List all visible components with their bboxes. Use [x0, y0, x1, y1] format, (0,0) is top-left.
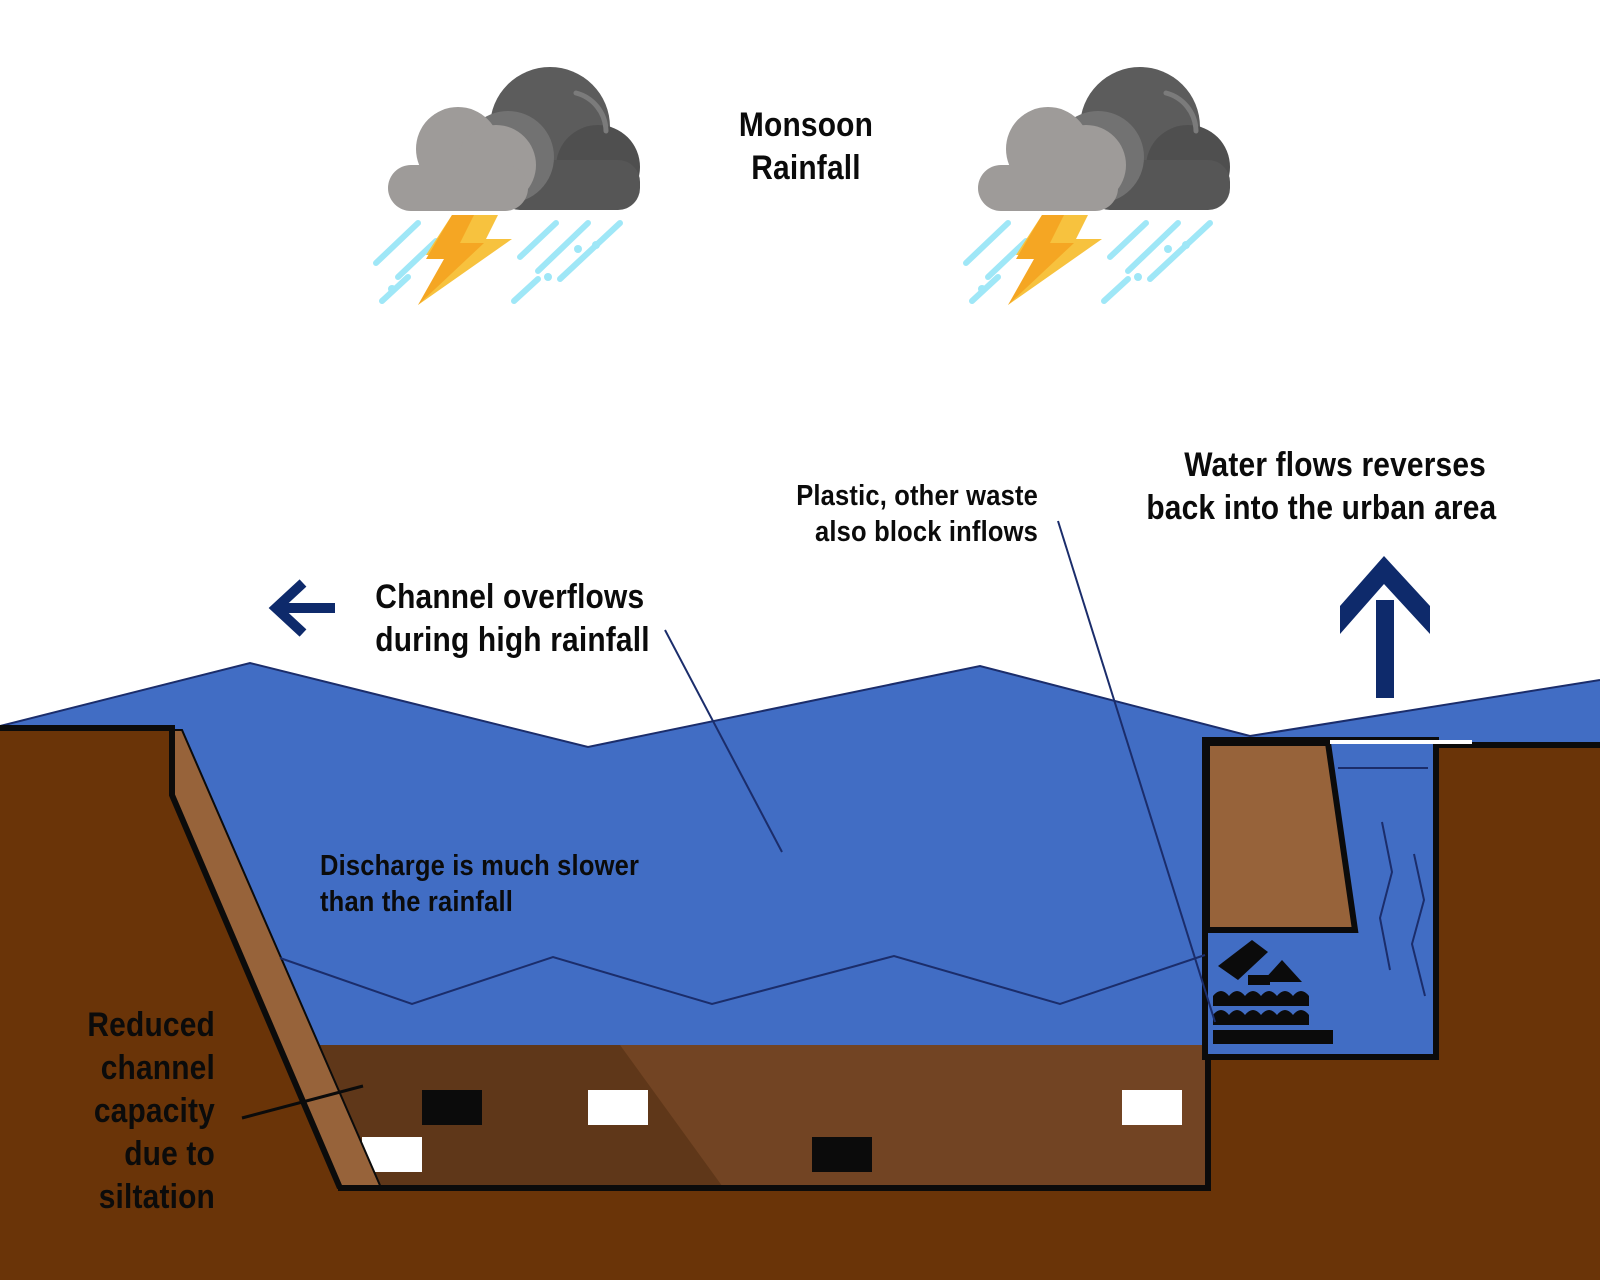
storm-cloud-icon: [373, 67, 640, 305]
siltation-label: Reduced channel capacity due to siltatio…: [79, 1004, 215, 1219]
label-line: Plastic, other waste: [796, 480, 1038, 512]
culvert-slab: [1204, 740, 1359, 933]
monsoon-rainfall-label: Monsoon Rainfall: [718, 104, 894, 190]
sediment-block: [812, 1137, 872, 1172]
culvert-flow-line: [1378, 821, 1394, 971]
label-line: Monsoon: [738, 106, 874, 144]
label-line: Reduced: [87, 1006, 215, 1044]
channel-bed-soil: [340, 745, 1600, 1280]
label-line: channel: [100, 1049, 215, 1087]
discharge-level-line: [279, 954, 1206, 1006]
label-line: Channel overflows: [375, 578, 645, 616]
left-arrow-icon: [268, 579, 335, 637]
sediment-block: [1122, 1090, 1182, 1125]
label-line: also block inflows: [815, 516, 1038, 548]
storm-cloud-icon: [963, 67, 1230, 305]
overflow-leader-line: [664, 629, 783, 853]
siltation-leader-line: [241, 1084, 364, 1120]
sediment-block: [588, 1090, 648, 1125]
label-line: than the rainfall: [320, 886, 514, 918]
label-line: back into the urban area: [1146, 489, 1497, 527]
label-line: due to: [124, 1135, 215, 1173]
label-line: siltation: [98, 1178, 215, 1216]
label-line: during high rainfall: [375, 621, 650, 659]
label-line: capacity: [93, 1092, 215, 1130]
up-arrow-icon: [1340, 556, 1430, 698]
discharge-label: Discharge is much slower than the rainfa…: [320, 848, 640, 920]
water-surface-outline: [0, 661, 1600, 749]
culvert-flow-line: [1410, 853, 1426, 997]
waste-icon: [1213, 940, 1333, 1044]
sediment-block: [422, 1090, 482, 1125]
label-line: Water flows reverses: [1184, 446, 1486, 484]
waste-block-label: Plastic, other waste also block inflows: [793, 478, 1038, 550]
waste-leader-line: [1057, 520, 1216, 1023]
channel-overflow-label: Channel overflows during high rainfall: [375, 576, 650, 662]
flow-reverse-label: Water flows reverses back into the urban…: [1146, 444, 1497, 530]
left-bank-outline: [0, 725, 343, 1190]
label-line: Discharge is much slower: [320, 850, 640, 882]
left-bank-soil: [0, 726, 340, 1280]
label-line: Rainfall: [751, 149, 861, 187]
